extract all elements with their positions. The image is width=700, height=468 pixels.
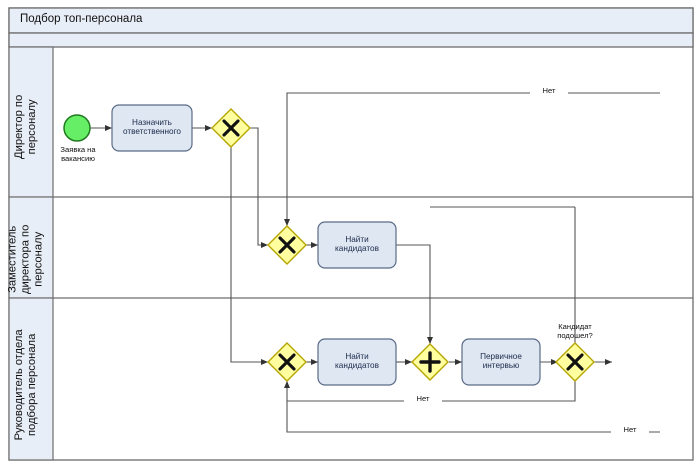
page-title: Подбор топ-персонала bbox=[20, 13, 143, 25]
task-primary-interview[interactable] bbox=[461, 338, 541, 386]
gateway-candidate-fit-label: Кандидат подошел? bbox=[557, 322, 593, 340]
flow-label-top-no: Нет bbox=[530, 86, 568, 96]
gateway-parallel-join[interactable] bbox=[411, 343, 449, 381]
start-event-label: Заявка на вакансию bbox=[60, 145, 96, 163]
lane-label-head: Руководитель отдела подбора персонала bbox=[13, 329, 38, 441]
task-find-candidates-head-label: Найти кандидатов bbox=[335, 352, 379, 371]
gateway-director-x[interactable] bbox=[211, 108, 251, 148]
flow-gwdir-to-gwdeputy bbox=[250, 127, 268, 248]
lane-label-boxes bbox=[8, 46, 693, 461]
task-primary-interview-label: Первичное интервью bbox=[480, 352, 522, 371]
lane-label-deputy: Заместитель директора по персоналу bbox=[6, 224, 45, 294]
flow-deputy-task-to-join bbox=[396, 244, 433, 344]
task-find-candidates-deputy-label: Найти кандидатов bbox=[335, 235, 379, 254]
task-find-candidates-deputy[interactable] bbox=[317, 221, 397, 269]
flow-gwdir-to-gwhead bbox=[230, 147, 268, 365]
lane-label-director: Директор по персоналу bbox=[13, 94, 38, 159]
flow-label-bottom-no: Нет bbox=[611, 425, 649, 435]
start-event[interactable] bbox=[63, 114, 91, 142]
flow-bottom-no-loop bbox=[286, 401, 660, 433]
gateway-candidate-fit[interactable] bbox=[555, 342, 595, 382]
task-assign-responsible[interactable] bbox=[111, 104, 193, 152]
task-find-candidates-head[interactable] bbox=[317, 338, 397, 386]
gateway-head-x[interactable] bbox=[267, 342, 307, 382]
gateway-deputy-x[interactable] bbox=[267, 225, 307, 265]
task-assign-responsible-label: Назначить ответственного bbox=[123, 118, 181, 137]
flow-label-mid-no: Нет bbox=[404, 394, 442, 404]
